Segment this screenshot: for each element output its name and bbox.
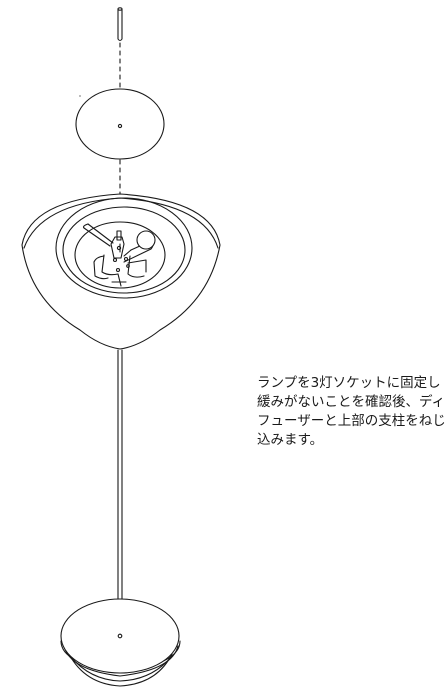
three-socket-fixture: [82, 223, 156, 287]
assembly-instruction-text: ランプを3灯ソケットに固定し 緩みがないことを確認後、ディ フューザーと上部の支…: [257, 374, 446, 450]
main-pole: [117, 349, 123, 639]
upper-pole-part: [117, 7, 123, 42]
instruction-line-1: ランプを3灯ソケットに固定し: [257, 375, 441, 391]
stray-dot: [79, 95, 81, 97]
assembly-diagram-page: ランプを3灯ソケットに固定し 緩みがないことを確認後、ディ フューザーと上部の支…: [21, 7, 446, 687]
lamp-shade: [21, 193, 221, 350]
lamp-base: [60, 598, 181, 687]
instruction-line-3: フューザーと上部の支柱をねじ: [257, 413, 446, 429]
instruction-line-4: 込みます。: [257, 432, 324, 448]
instruction-line-2: 緩みがないことを確認後、ディ: [257, 394, 446, 410]
floor-lamp-exploded-view: [21, 7, 221, 687]
diffuser-disc: [75, 88, 165, 160]
